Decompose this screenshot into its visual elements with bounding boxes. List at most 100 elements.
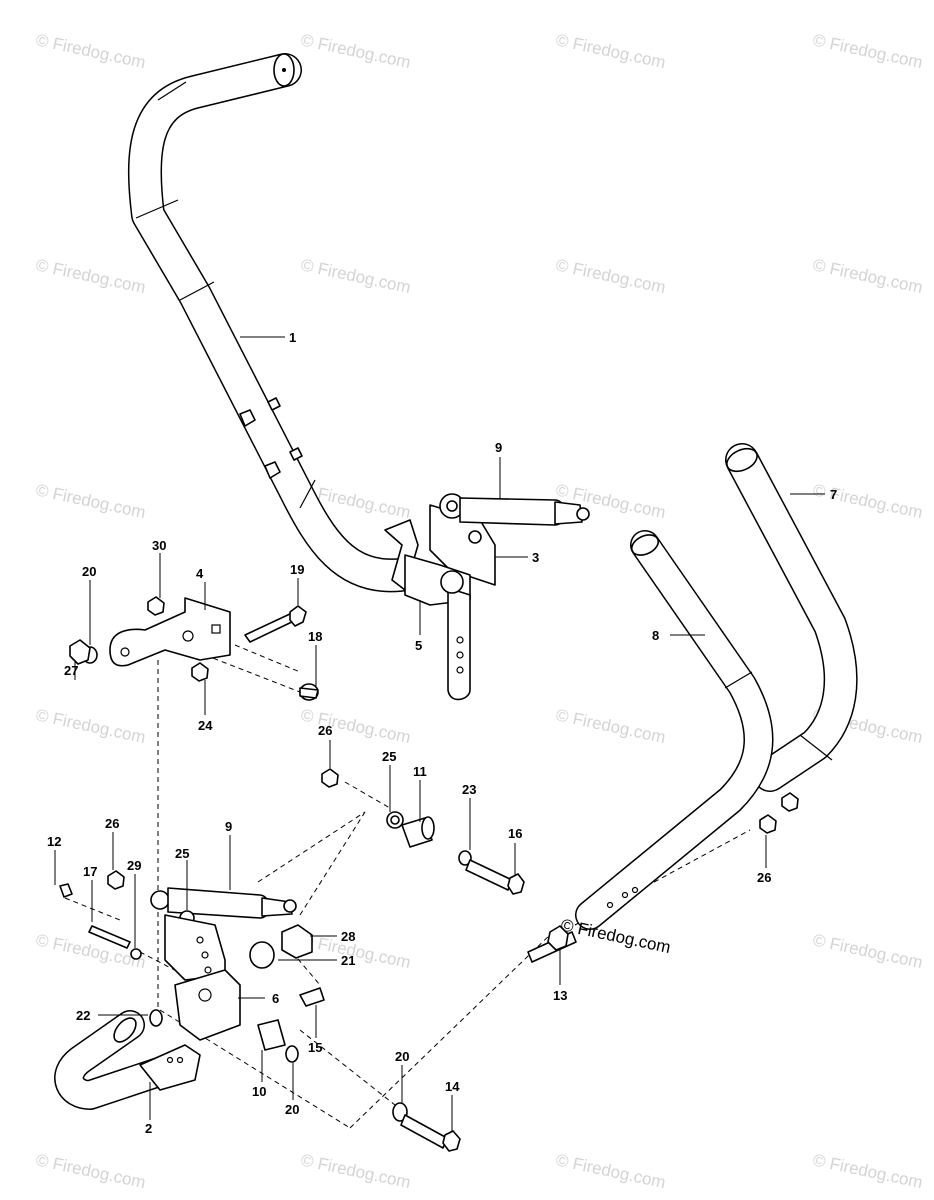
callout-10: 10 [252,1084,266,1099]
nut-27-icon [69,639,91,665]
callout-15: 15 [308,1040,322,1055]
callout-labels: 1 2 3 4 5 6 7 8 9 9 10 11 12 13 14 15 16… [47,330,837,1136]
nut-24-icon [191,662,209,682]
assembly-line [204,654,301,693]
bolt-head-icon [264,461,281,479]
nut-26-icon [107,870,125,890]
washer-22-icon [149,1009,163,1027]
leader-lines [54,336,825,1132]
nut-26-icon [781,792,799,812]
hole-icon [456,666,464,674]
hole-icon [606,901,614,909]
handle-grip-end-icon [726,447,758,473]
damper-lower [150,887,297,926]
fasteners-middle [321,768,525,895]
watermark-text: © Firedog.com [34,705,147,747]
watermark-text: © Firedog.com [811,255,924,297]
watermark-text: © Firedog.com [299,705,412,747]
nut-hole-icon [446,500,458,512]
callout-13: 13 [553,988,567,1003]
bolt-head-icon [239,409,256,427]
spacer-10-icon [257,1019,286,1051]
callout-17: 17 [83,864,97,879]
nut-icon [283,899,297,913]
watermark-text: © Firedog.com [34,30,147,72]
watermark-text: © Firedog.com [554,30,667,72]
callout-24: 24 [198,718,213,733]
watermark-text: © Firedog.com [811,1150,924,1192]
callout-12: 12 [47,834,61,849]
watermark-text: © Firedog.com [554,1150,667,1192]
callout-7: 7 [830,487,837,502]
damper-cylinder-icon [459,497,566,526]
callout-23: 23 [462,782,476,797]
callout-14: 14 [445,1079,460,1094]
handle-bar-upper [127,53,417,593]
assembly-line [257,811,366,883]
hole-icon [456,636,464,644]
bolt-16-icon [465,859,513,891]
locknut-hole-icon [390,815,400,825]
bolt-14-icon [400,1114,448,1149]
watermark-text: © Firedog.com [554,255,667,297]
callout-3: 3 [532,550,539,565]
washer-29-icon [130,948,142,960]
callout-8: 8 [652,628,659,643]
hole-icon [182,630,194,642]
handle-grip-end-icon [630,534,660,556]
hole-icon [456,651,464,659]
nut-28-icon [281,924,313,959]
assembly-line [234,644,301,673]
callout-27: 27 [64,663,78,678]
hole-icon [176,1056,184,1064]
assembly-line [299,1029,396,1106]
callout-1: 1 [289,330,296,345]
hole-icon [120,647,130,657]
callout-22: 22 [76,1008,90,1023]
foot-plate-2-icon [139,1044,201,1091]
callout-20-middle: 20 [285,1102,299,1117]
assembly-line [291,951,321,986]
callout-20-upper: 20 [82,564,96,579]
bracket-plate-icon [109,597,231,667]
callout-5: 5 [415,638,422,653]
callout-11: 11 [413,764,427,779]
bolt-head-icon [442,1130,461,1152]
set-screw-12-icon [59,883,73,898]
assembly-line [344,781,391,809]
assembly-line [574,829,751,926]
callout-25-lower: 25 [175,846,189,861]
bolt-head-icon [289,605,307,627]
watermark-text: © Firedog.com [34,255,147,297]
assembly-line [299,811,366,916]
bolt-head-icon [547,925,569,951]
adjuster-arm-icon [447,587,471,701]
callout-26-lower: 26 [105,816,119,831]
lower-left-assembly [54,870,325,1110]
fasteners-lower [392,1102,461,1152]
fasteners-upper-left [69,596,319,701]
callout-30: 30 [152,538,166,553]
callout-19: 19 [290,562,304,577]
watermark-text: © Firedog.com [34,930,147,972]
hole-icon [621,891,629,899]
nut-icon [576,507,590,521]
bolt-head-icon [267,397,281,411]
callout-26-upper: 26 [318,723,332,738]
watermark-text: © Firedog.com [34,480,147,522]
bracket-plate-icon [164,914,226,981]
watermark-text: © Firedog.com [554,705,667,747]
damper-upper [459,497,590,526]
callout-26-right: 26 [757,870,771,885]
block-6-icon [174,969,241,1041]
nut-icon [440,570,464,594]
watermark-text: © Firedog.com [811,480,924,522]
washer-20-icon [285,1045,299,1063]
hole-icon [198,988,212,1002]
washer-21-icon [249,941,275,969]
callout-25-upper: 25 [382,749,396,764]
hole-icon [631,886,639,894]
spacer-end-icon [421,816,435,840]
